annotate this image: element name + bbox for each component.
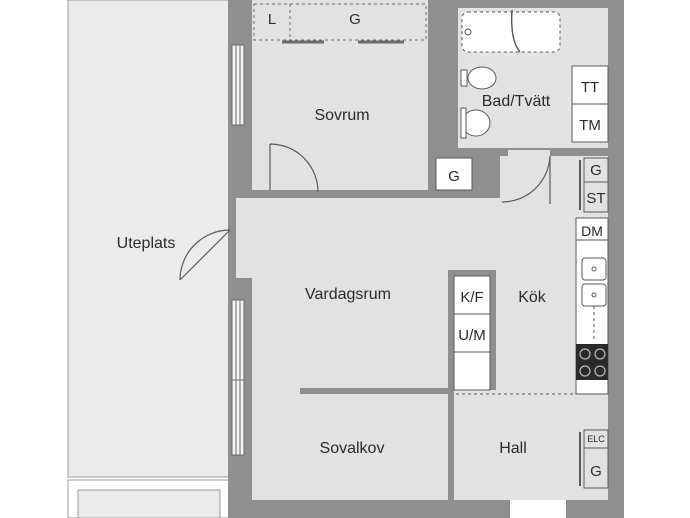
room-bad: Bad/Tvätt	[482, 93, 551, 110]
closet-g	[435, 157, 473, 191]
dm-label: DM	[581, 223, 603, 239]
bad-door[interactable]	[501, 155, 551, 204]
entrance-door[interactable]	[510, 500, 566, 518]
room-vardagsrum: Vardagsrum	[305, 286, 391, 303]
shower-curtain	[510, 9, 521, 53]
elc-label: ELC	[587, 434, 605, 444]
sink-basin-1	[581, 257, 607, 281]
um-cabinet	[453, 313, 491, 353]
sink-basin-2	[581, 283, 607, 307]
west-windows	[231, 44, 245, 456]
room-uteplats: Uteplats	[117, 235, 176, 252]
sink-drain-2	[591, 292, 597, 298]
sink-back	[460, 107, 467, 139]
uteplats-door[interactable]	[179, 229, 231, 281]
interior-walls	[252, 0, 608, 500]
room-sovalkov: Sovalkov	[320, 440, 385, 457]
toilet	[467, 66, 497, 90]
living-west-floor	[236, 198, 256, 278]
main-floor	[252, 198, 608, 500]
room-hall: Hall	[499, 440, 527, 457]
tub-drain	[464, 28, 472, 36]
toilet-tank	[460, 69, 468, 87]
kf-label: K/F	[460, 289, 483, 306]
closet-g-label: G	[448, 168, 460, 185]
sink-drain-1	[591, 266, 597, 272]
hall-g-label: G	[590, 463, 602, 480]
sovrum-door[interactable]	[269, 143, 319, 193]
room-kok: Kök	[518, 289, 547, 306]
st-label: ST	[586, 190, 605, 207]
tt-box	[571, 65, 609, 105]
tm-box	[571, 103, 609, 143]
stove-burners	[579, 348, 606, 377]
hall-g-box	[583, 447, 609, 489]
st-box	[583, 181, 609, 213]
cabinet-base	[453, 351, 491, 391]
um-label: U/M	[458, 327, 486, 344]
wardrobe	[253, 3, 427, 41]
kitchen-g-box	[583, 157, 609, 183]
wardrobe-l-label: L	[268, 11, 276, 28]
room-sovrum: Sovrum	[314, 107, 369, 124]
bathtub	[461, 11, 561, 53]
kitchen-g-label: G	[590, 162, 602, 179]
tm-label: TM	[579, 117, 601, 134]
tt-label: TT	[581, 79, 599, 96]
uteplats-lower-inner	[77, 489, 221, 518]
wardrobe-g-label: G	[349, 11, 361, 28]
